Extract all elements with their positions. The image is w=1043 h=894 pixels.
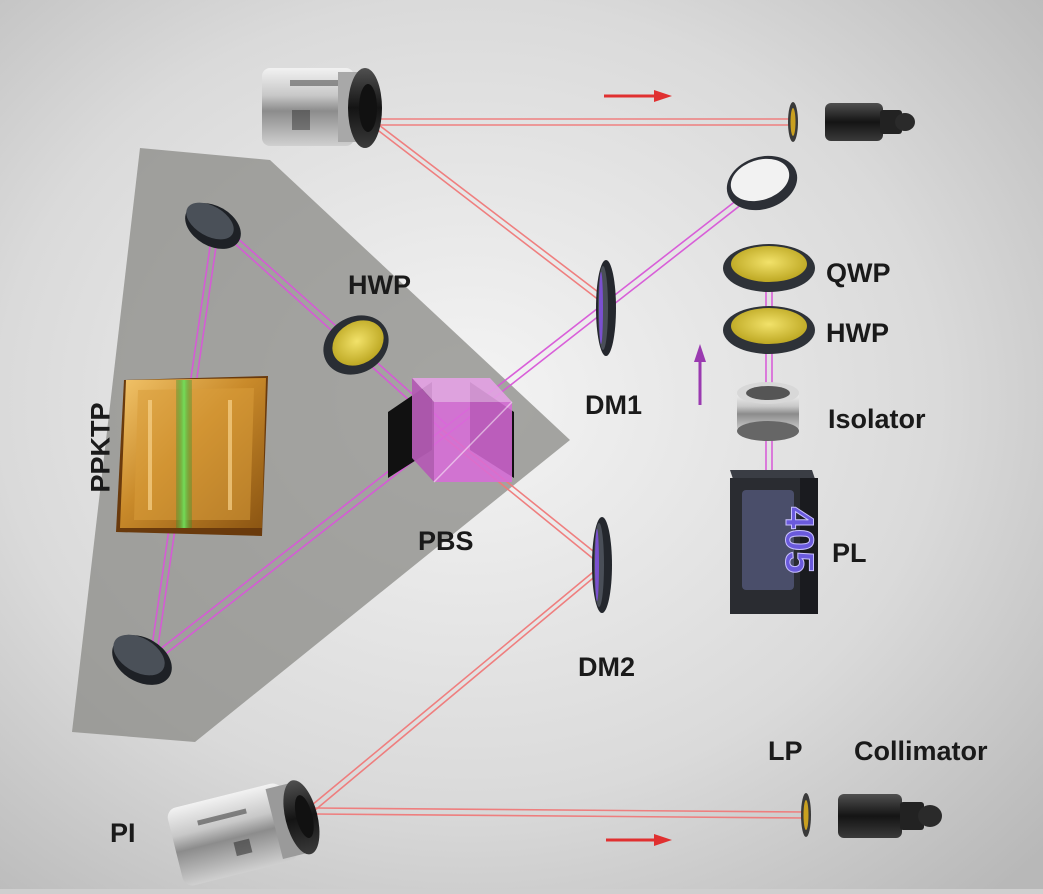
label-qwp: QWP bbox=[826, 258, 891, 288]
arrow-icon bbox=[606, 834, 672, 846]
output-beams bbox=[311, 118, 806, 819]
label-lp: LP bbox=[768, 736, 803, 766]
half-wave-plate-left-icon bbox=[323, 315, 389, 375]
label-dm1: DM1 bbox=[585, 390, 643, 420]
long-pass-filter-top bbox=[788, 102, 798, 142]
beam-splitter-cube-icon bbox=[388, 378, 514, 483]
objective-lens-icon bbox=[167, 780, 320, 886]
laser-wavelength: 405 bbox=[777, 507, 821, 574]
objective-lens-icon bbox=[262, 68, 382, 148]
dichroic-mirror-dm2-icon bbox=[592, 517, 612, 613]
mirror-icon bbox=[726, 155, 798, 211]
label-pbs: PBS bbox=[418, 526, 474, 556]
label-collimator: Collimator bbox=[854, 736, 988, 766]
arrow-icon bbox=[694, 344, 706, 405]
laser-icon: 405 bbox=[730, 470, 822, 614]
arrow-icon bbox=[604, 90, 672, 102]
label-dm2: DM2 bbox=[578, 652, 636, 682]
mirror-icon bbox=[112, 634, 172, 685]
fiber-collimator-icon bbox=[838, 794, 942, 838]
dichroic-mirror-dm1-icon bbox=[596, 260, 616, 356]
long-pass-filter-bottom bbox=[801, 793, 811, 837]
label-hwp-left: HWP bbox=[348, 270, 411, 300]
isolator-icon bbox=[737, 382, 799, 441]
ppktp-platform bbox=[72, 148, 570, 742]
mirror-icon bbox=[185, 202, 241, 249]
label-hwp-right: HWP bbox=[826, 318, 889, 348]
crystal-icon bbox=[116, 376, 268, 536]
quarter-wave-plate-icon bbox=[723, 244, 815, 292]
label-pi: PI bbox=[110, 818, 136, 848]
label-ppktp: PPKTP bbox=[85, 402, 116, 493]
label-isolator: Isolator bbox=[828, 404, 926, 434]
label-pl: PL bbox=[832, 538, 867, 568]
half-wave-plate-right-icon bbox=[723, 306, 815, 354]
fiber-collimator-icon bbox=[825, 103, 915, 141]
